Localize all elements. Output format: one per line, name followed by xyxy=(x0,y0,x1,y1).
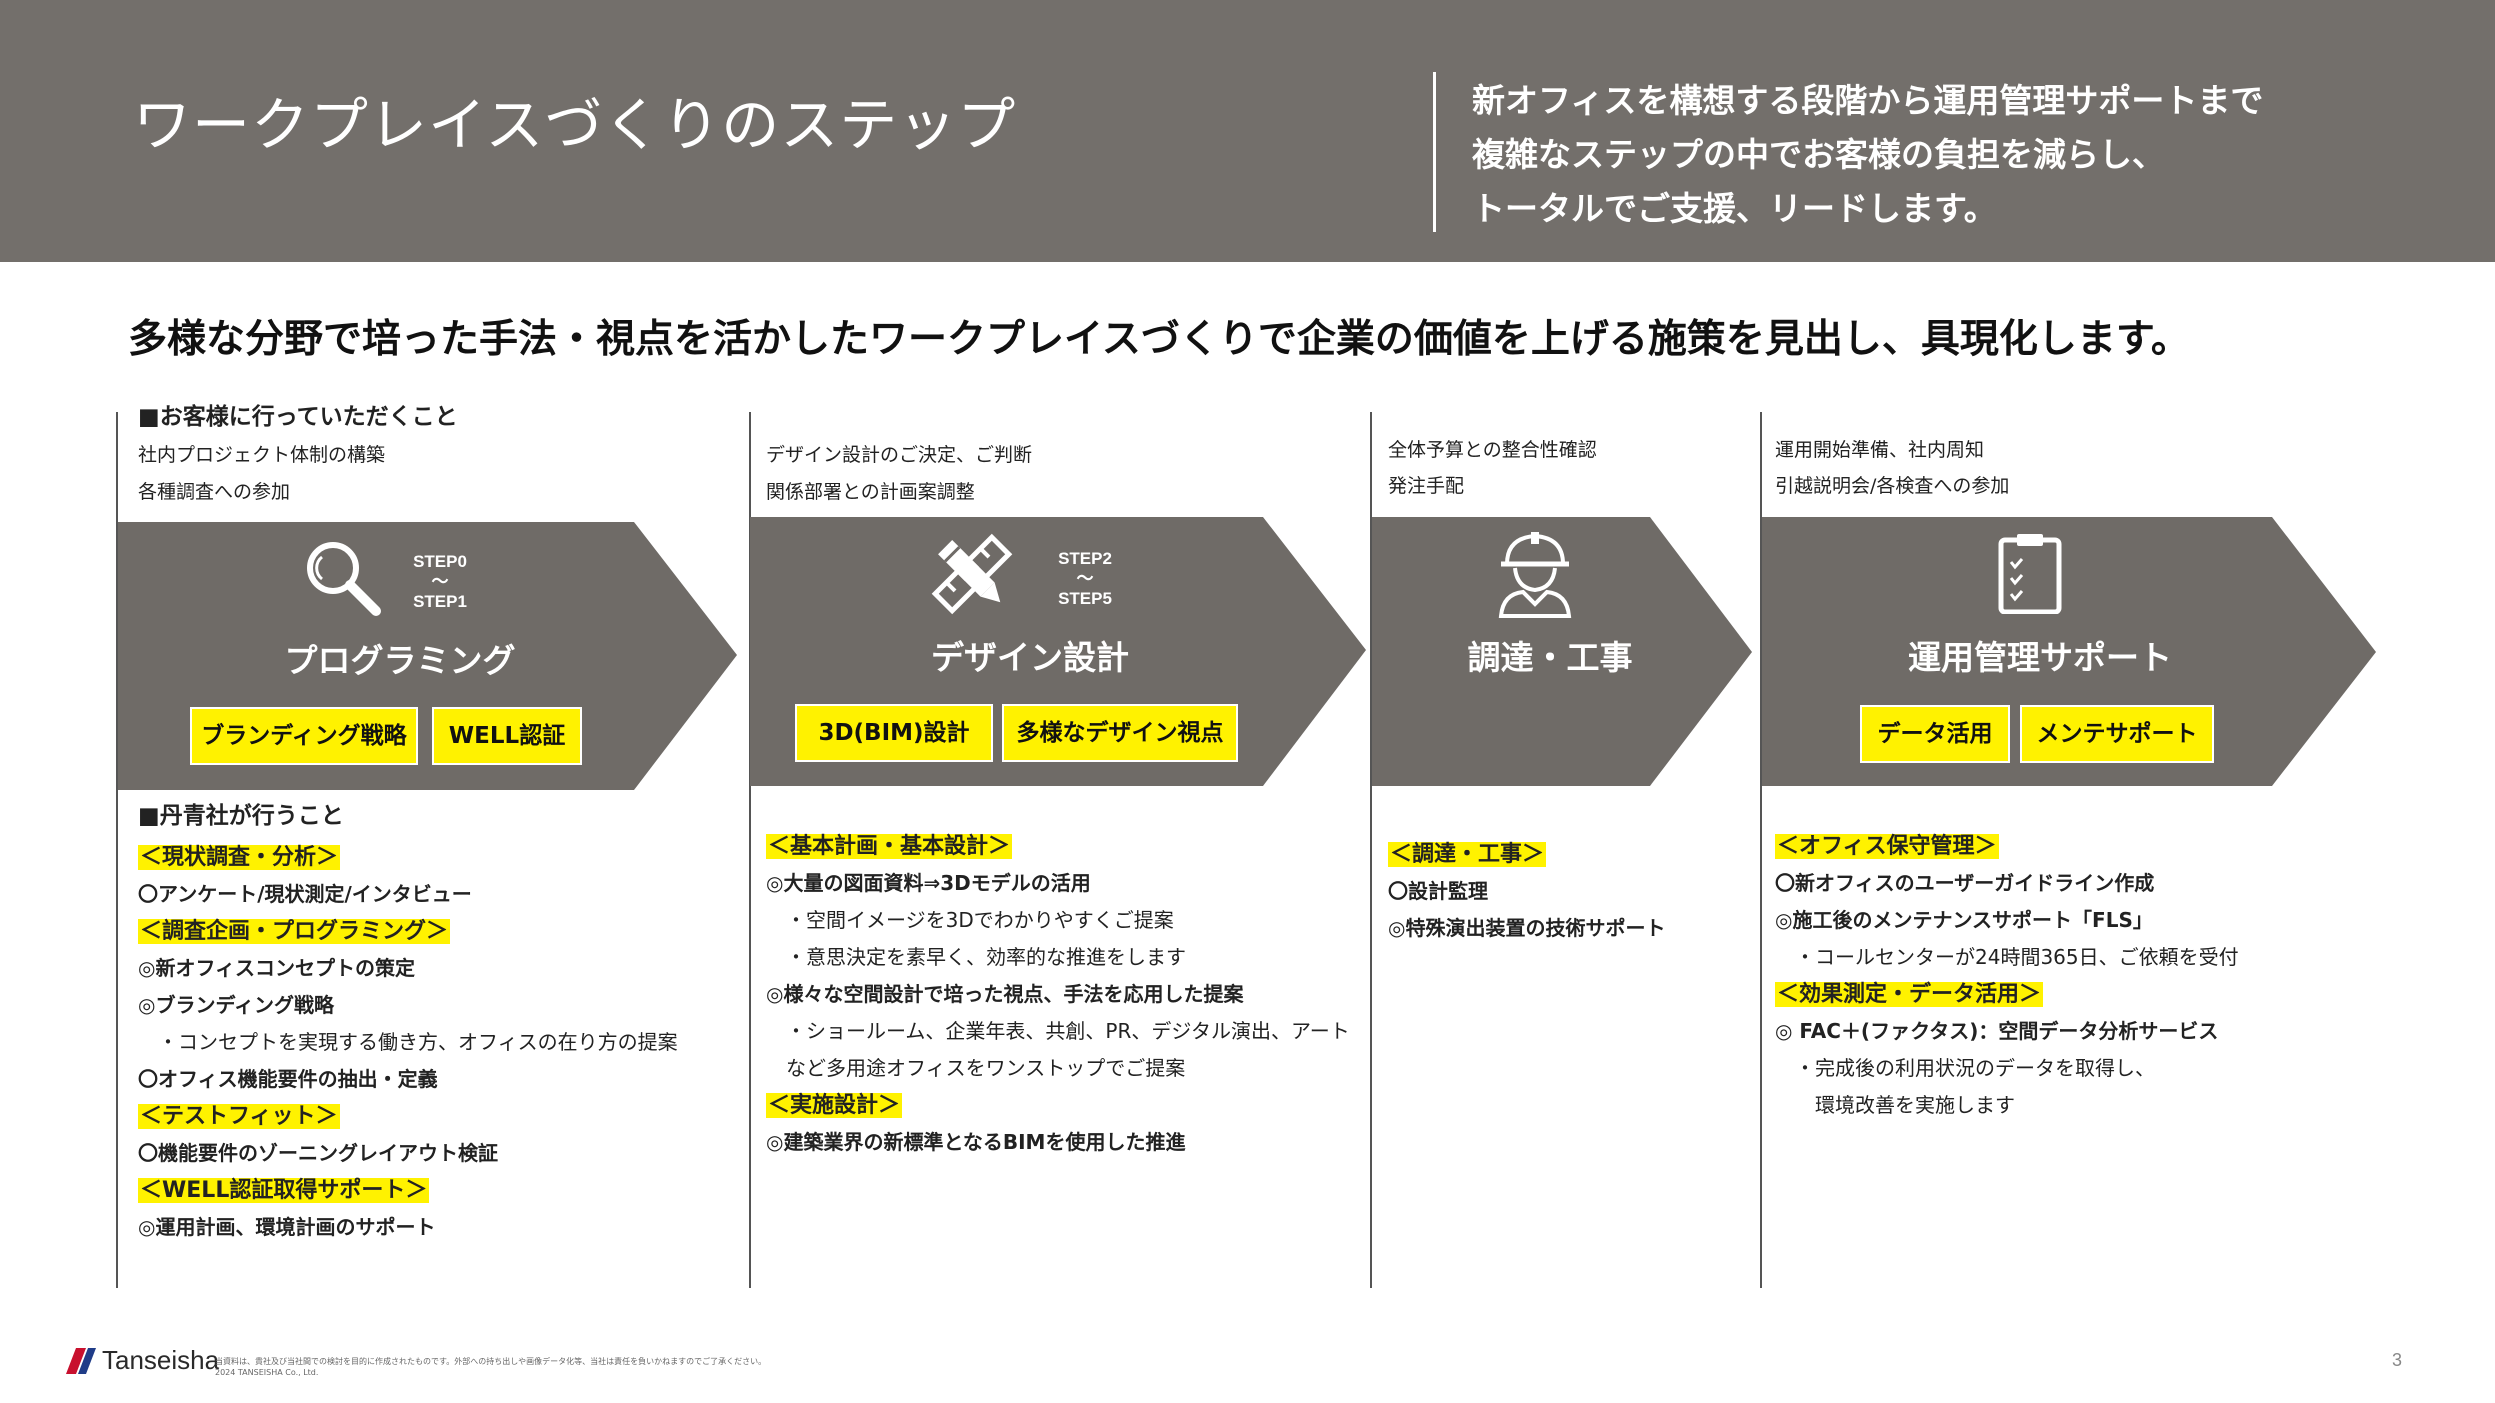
service-item: 〇新オフィスのユーザーガイドライン作成 xyxy=(1775,871,2155,895)
company-logo: Tanseisha xyxy=(66,1345,219,1376)
section-heading: ＜基本計画・基本設計＞ xyxy=(766,834,1013,859)
step-title: プログラミング xyxy=(284,641,516,680)
highlighted-heading: ＜基本計画・基本設計＞ xyxy=(766,834,1013,859)
highlighted-heading: ＜WELL認証取得サポート＞ xyxy=(138,1178,430,1203)
client-item: 社内プロジェクト体制の構築 xyxy=(138,444,386,466)
step-title: デザイン設計 xyxy=(931,638,1129,677)
service-subitem: ・空間イメージを3Dでわかりやすくご提案 xyxy=(766,908,1174,932)
header-banner: ワークプレイスづくりのステップ 新オフィスを構想する段階から運用管理サポートまで… xyxy=(0,0,2495,262)
tag-badge: 多様なデザイン視点 xyxy=(1002,704,1238,762)
magnifier-icon xyxy=(307,542,381,616)
service-item: ◎施工後のメンテナンスサポート「FLS」 xyxy=(1775,908,2153,932)
headline: 多様な分野で培った手法・視点を活かしたワークプレイスづくりで企業の価値を上げる施… xyxy=(128,317,2190,362)
service-item: ◎大量の図面資料⇒3Dモデルの活用 xyxy=(766,871,1091,895)
step-range: STEP0 〜 STEP1 xyxy=(405,552,475,612)
service-subitem: など多用途オフィスをワンストップでご提案 xyxy=(766,1056,1186,1080)
service-item: ◎ FAC＋(ファクタス)：空間データ分析サービス xyxy=(1775,1019,2219,1043)
step-range-end: STEP1 xyxy=(413,592,467,611)
service-item: 〇設計監理 xyxy=(1388,879,1488,903)
header-description: 新オフィスを構想する段階から運用管理サポートまで 複雑なステップの中でお客様の負… xyxy=(1472,74,2263,236)
highlighted-heading: ＜テストフィット＞ xyxy=(138,1104,340,1129)
step-title: 運用管理サポート xyxy=(1908,638,2172,677)
clipboard-check-icon xyxy=(1998,534,2062,614)
client-item: デザイン設計のご決定、ご判断 xyxy=(766,444,1033,466)
section-heading: ＜調査企画・プログラミング＞ xyxy=(138,919,451,944)
header-desc-line: トータルでご支援、リードします。 xyxy=(1472,189,1997,228)
service-item: 〇機能要件のゾーニングレイアウト検証 xyxy=(138,1141,498,1165)
service-item: 〇アンケート/現状測定/インタビュー xyxy=(138,882,472,906)
company-heading: ■丹青社が行うこと xyxy=(138,803,344,829)
step-range-end: STEP5 xyxy=(1058,589,1112,608)
client-item: 関係部署との計画案調整 xyxy=(766,481,975,503)
footer-copyright: 2024 TANSEISHA Co., Ltd. xyxy=(215,1368,319,1377)
client-item: 全体予算との整合性確認 xyxy=(1388,439,1597,461)
service-subitem: ・コールセンターが24時間365日、ご依頼を受付 xyxy=(1775,945,2239,969)
step-range-start: STEP0 xyxy=(413,552,467,571)
tanseisha-logo-icon xyxy=(66,1347,96,1374)
service-subitem: ・コンセプトを実現する働き方、オフィスの在り方の提案 xyxy=(138,1030,678,1054)
service-item: ◎特殊演出装置の技術サポート xyxy=(1388,916,1666,940)
section-heading: ＜実施設計＞ xyxy=(766,1093,903,1118)
service-item: ◎様々な空間設計で培った視点、手法を応用した提案 xyxy=(766,982,1244,1006)
column-divider xyxy=(1370,412,1372,1288)
step-range-start: STEP2 xyxy=(1058,549,1112,568)
header-divider xyxy=(1433,72,1436,232)
step-range: STEP2 〜 STEP5 xyxy=(1050,549,1120,609)
chevron-step-3 xyxy=(1372,517,1752,786)
header-desc-line: 複雑なステップの中でお客様の負担を減らし、 xyxy=(1472,135,2165,174)
service-subitem: ・意思決定を素早く、効率的な推進をします xyxy=(766,945,1186,969)
section-heading: ＜オフィス保守管理＞ xyxy=(1775,834,1999,859)
client-item: 各種調査への参加 xyxy=(138,481,291,503)
tag-badge: 3D(BIM)設計 xyxy=(795,704,993,762)
highlighted-heading: ＜調査企画・プログラミング＞ xyxy=(138,919,451,944)
header-desc-line: 新オフィスを構想する段階から運用管理サポートまで xyxy=(1472,81,2264,120)
step-range-sep: 〜 xyxy=(431,572,449,591)
client-heading: ■お客様に行っていただくこと xyxy=(138,404,458,430)
client-item: 引越説明会/各検査への参加 xyxy=(1775,475,2010,497)
service-item: ◎運用計画、環境計画のサポート xyxy=(138,1215,436,1239)
service-item: 〇オフィス機能要件の抽出・定義 xyxy=(138,1067,438,1091)
service-item: ◎新オフィスコンセプトの策定 xyxy=(138,956,416,980)
footer-note: 当資料は、貴社及び当社間での検討を目的に作成されたものです。外部への持ち出しや画… xyxy=(215,1356,766,1378)
client-item: 運用開始準備、社内周知 xyxy=(1775,439,1985,461)
construction-worker-icon xyxy=(1498,532,1572,618)
tag-badge: データ活用 xyxy=(1860,705,2010,763)
section-heading: ＜効果測定・データ活用＞ xyxy=(1775,982,2044,1007)
section-heading: ＜現状調査・分析＞ xyxy=(138,845,341,870)
section-heading: ＜テストフィット＞ xyxy=(138,1104,340,1129)
page-number: 3 xyxy=(2392,1350,2403,1370)
step-range-sep: 〜 xyxy=(1076,569,1094,588)
step-title: 調達・工事 xyxy=(1467,638,1633,677)
service-item: ◎ブランディング戦略 xyxy=(138,993,335,1017)
tag-badge: ブランディング戦略 xyxy=(190,707,418,765)
column-divider xyxy=(116,412,118,1288)
column-divider xyxy=(749,412,751,1288)
tag-badge: メンテサポート xyxy=(2020,705,2214,763)
service-subitem: ・完成後の利用状況のデータを取得し、 xyxy=(1775,1056,2155,1080)
highlighted-heading: ＜オフィス保守管理＞ xyxy=(1775,834,1999,859)
page-title: ワークプレイスづくりのステップ xyxy=(133,91,1017,159)
service-subitem: 環境改善を実施します xyxy=(1775,1093,2015,1117)
service-item: ◎建築業界の新標準となるBIMを使用した推進 xyxy=(766,1130,1186,1154)
highlighted-heading: ＜効果測定・データ活用＞ xyxy=(1775,982,2044,1007)
footer-disclaimer: 当資料は、貴社及び当社間での検討を目的に作成されたものです。外部への持ち出しや画… xyxy=(215,1357,767,1366)
section-heading: ＜調達・工事＞ xyxy=(1388,842,1547,867)
tag-badge: WELL認証 xyxy=(432,707,582,765)
highlighted-heading: ＜調達・工事＞ xyxy=(1388,842,1547,867)
pencil-ruler-icon xyxy=(931,533,1013,615)
logo-text: Tanseisha xyxy=(102,1345,220,1375)
client-item: 発注手配 xyxy=(1388,475,1465,497)
service-subitem: ・ショールーム、企業年表、共創、PR、デジタル演出、アート xyxy=(766,1019,1350,1043)
highlighted-heading: ＜現状調査・分析＞ xyxy=(138,845,341,870)
section-heading: ＜WELL認証取得サポート＞ xyxy=(138,1178,430,1203)
column-divider xyxy=(1760,412,1762,1288)
highlighted-heading: ＜実施設計＞ xyxy=(766,1093,903,1118)
